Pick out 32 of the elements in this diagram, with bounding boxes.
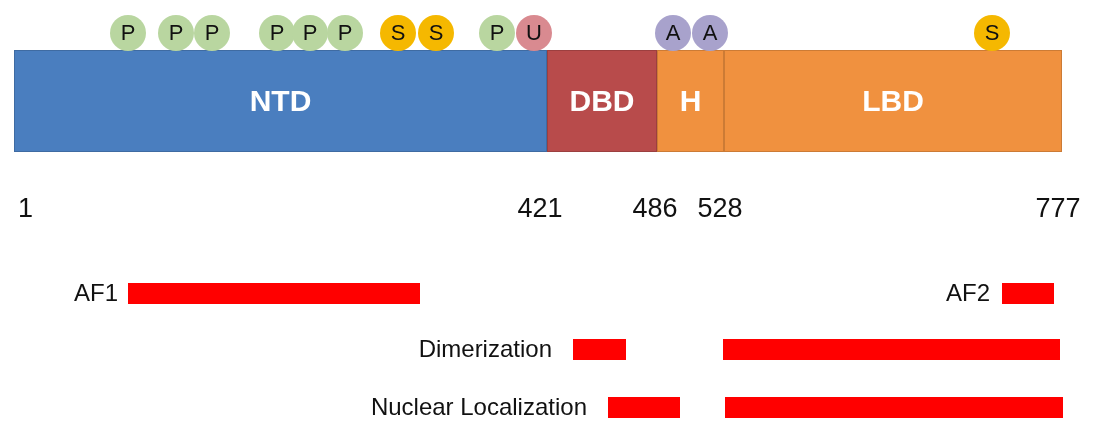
region-bar: [608, 397, 680, 418]
site-circle: S: [974, 15, 1010, 51]
site-circle: P: [158, 15, 194, 51]
site-circle: P: [259, 15, 295, 51]
residue-number: 777: [1035, 194, 1081, 222]
residue-number: 486: [632, 194, 678, 222]
region-bar: [725, 397, 1063, 418]
domain-block: H: [657, 50, 724, 152]
region-label: Dimerization: [418, 335, 552, 363]
region-label: AF1: [74, 279, 118, 307]
site-circle: P: [479, 15, 515, 51]
site-circle: P: [110, 15, 146, 51]
region-label: AF2: [946, 279, 990, 307]
site-circle: P: [292, 15, 328, 51]
site-circle: A: [655, 15, 691, 51]
site-circle: U: [516, 15, 552, 51]
region-label: Nuclear Localization: [370, 393, 587, 421]
site-circle: P: [194, 15, 230, 51]
domain-block: DBD: [547, 50, 657, 152]
region-bar: [573, 339, 626, 360]
site-circle: P: [327, 15, 363, 51]
site-circle: A: [692, 15, 728, 51]
site-circle: S: [380, 15, 416, 51]
region-bar: [128, 283, 420, 304]
residue-number: 1: [18, 194, 34, 222]
residue-number: 421: [517, 194, 563, 222]
site-circle: S: [418, 15, 454, 51]
residue-number: 528: [697, 194, 743, 222]
region-bar: [1002, 283, 1054, 304]
domain-block: LBD: [724, 50, 1062, 152]
region-bar: [723, 339, 1060, 360]
domain-block: NTD: [14, 50, 547, 152]
